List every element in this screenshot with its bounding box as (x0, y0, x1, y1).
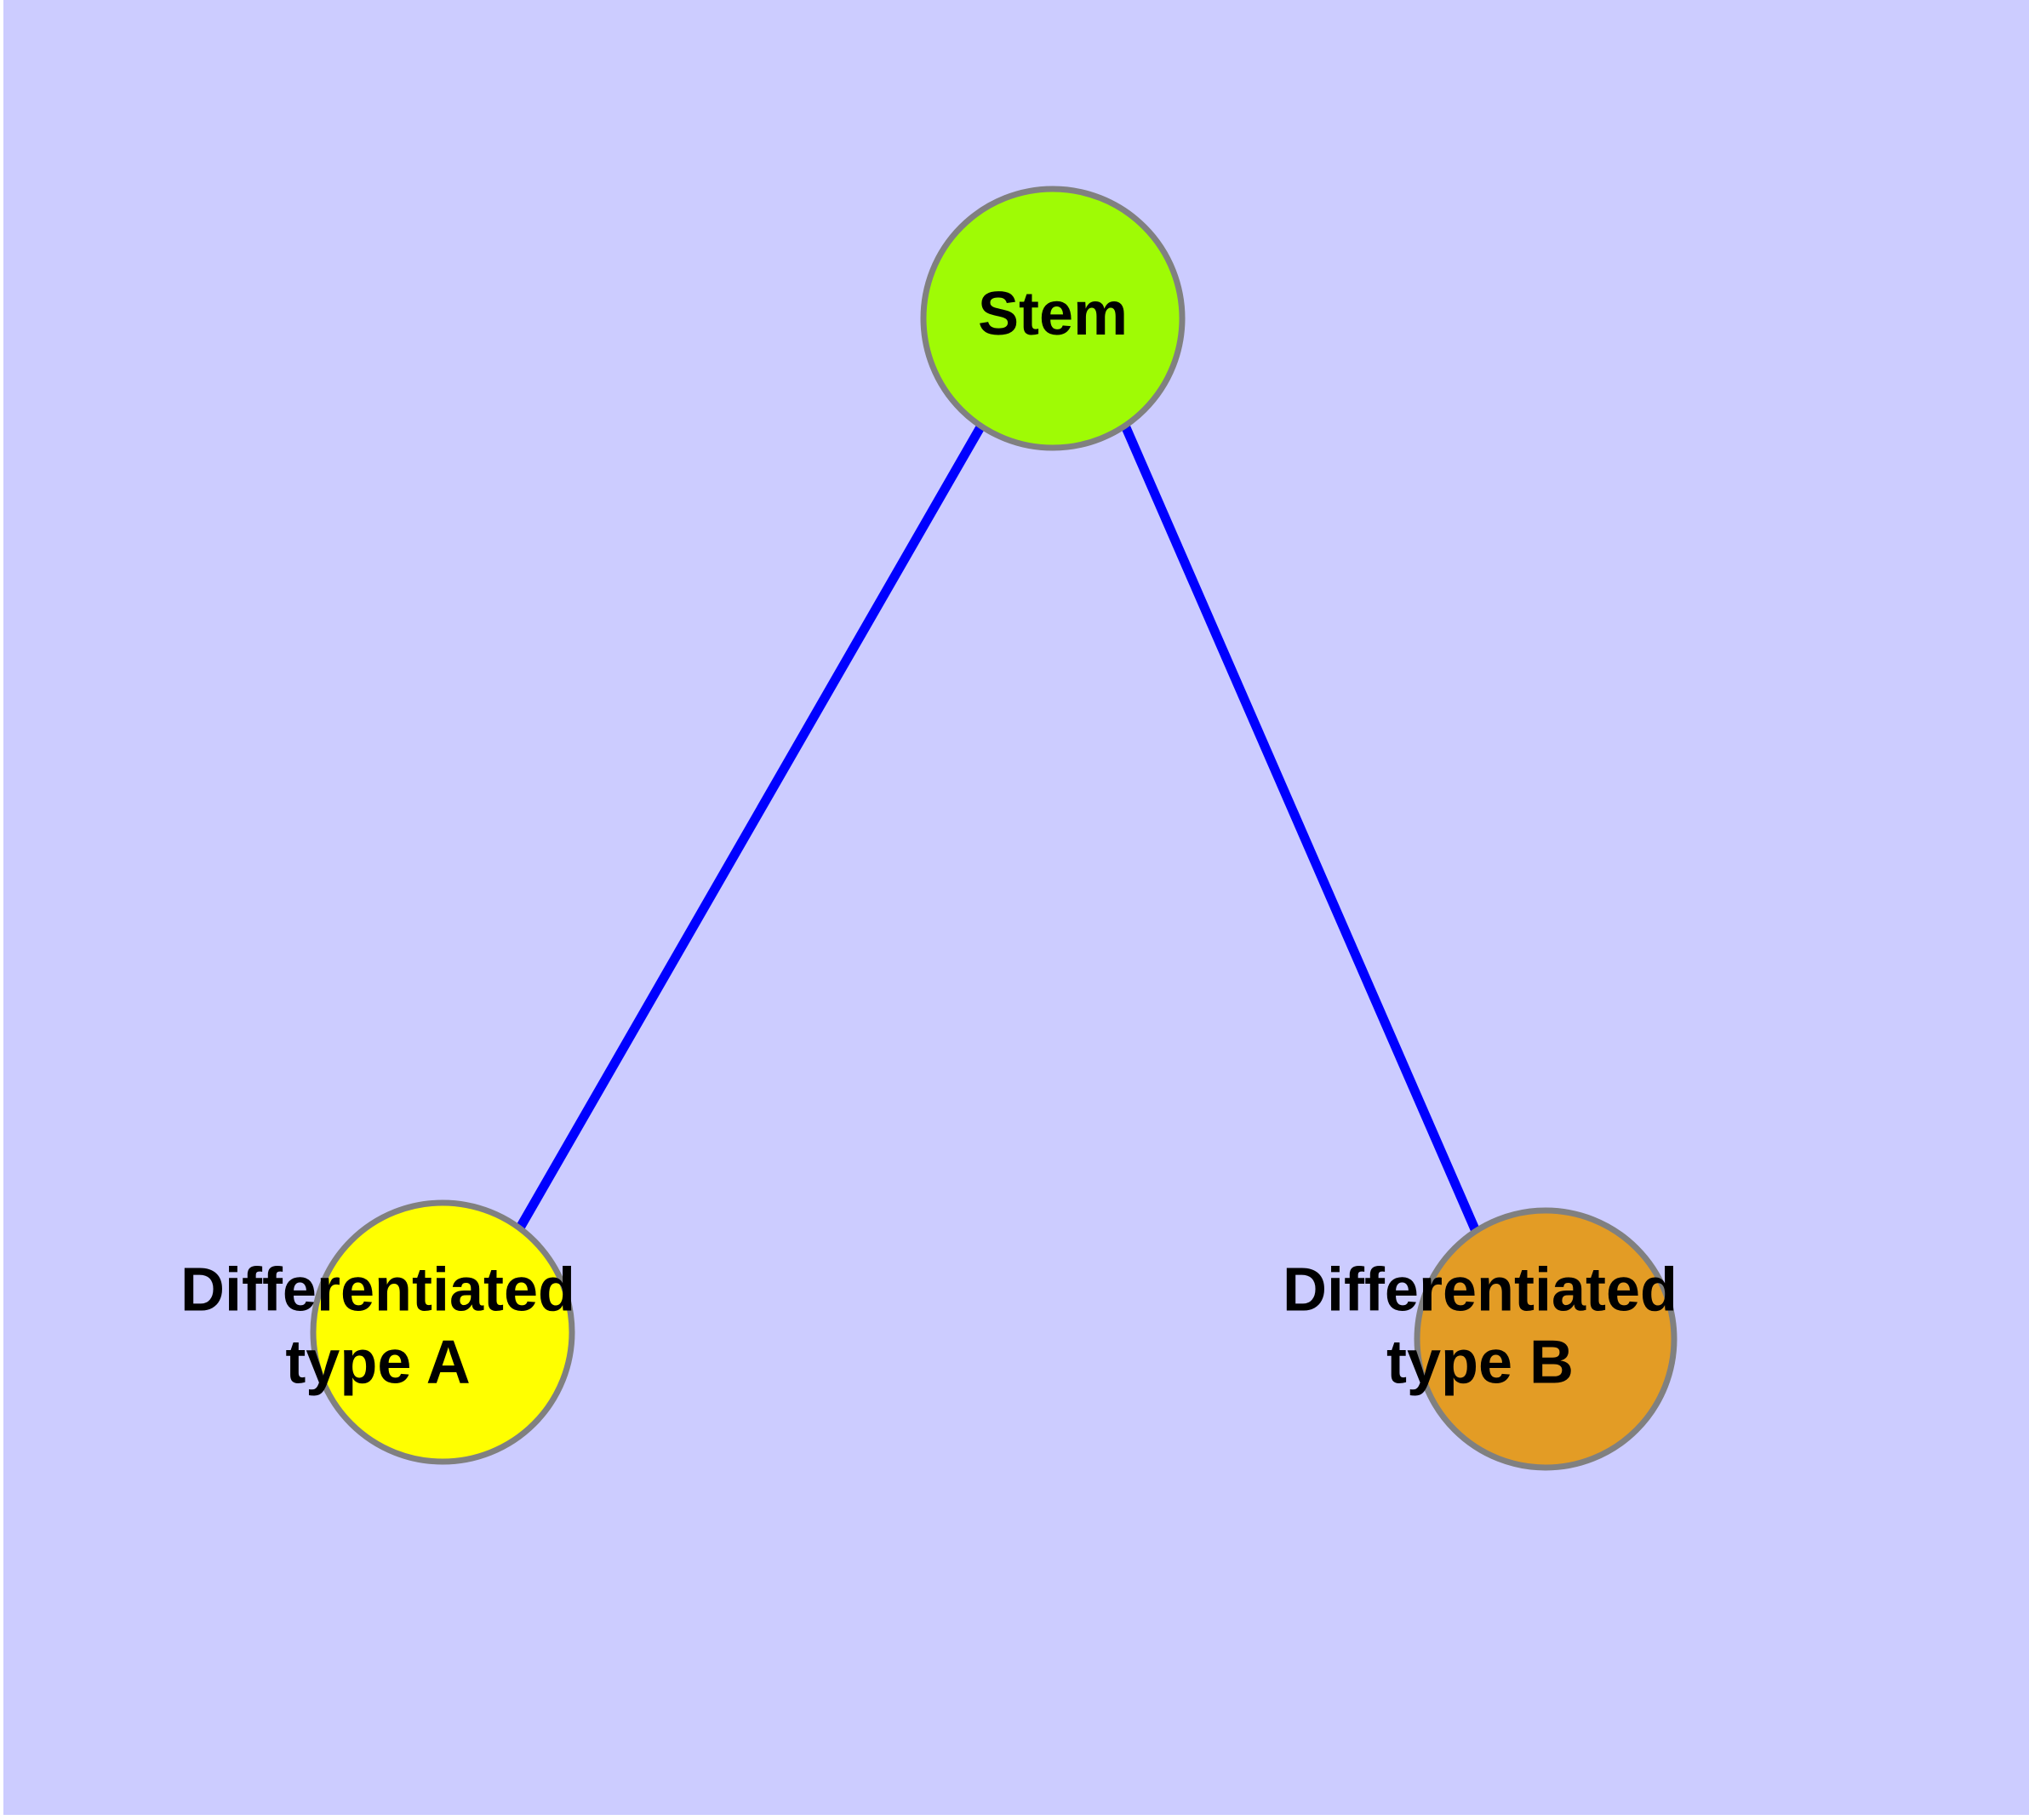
node-label-line: type B (1386, 1328, 1574, 1396)
node-differentiated-type-b-circle[interactable] (1414, 1207, 1677, 1471)
edge-stem-to-type-b[interactable] (1120, 423, 1480, 1232)
node-stem-label: Stem (978, 280, 1128, 348)
node-label-line: Stem (978, 280, 1128, 348)
node-label-line: Differentiated (1283, 1256, 1677, 1325)
edge-layer (515, 423, 1480, 1232)
node-label-line: Differentiated (180, 1256, 575, 1325)
node-layer (310, 186, 1677, 1471)
node-stem-circle[interactable] (920, 186, 1186, 451)
node-label-line: type A (285, 1328, 470, 1396)
edge-stem-to-type-a[interactable] (515, 423, 986, 1232)
node-differentiated-type-a-circle[interactable] (310, 1199, 575, 1465)
